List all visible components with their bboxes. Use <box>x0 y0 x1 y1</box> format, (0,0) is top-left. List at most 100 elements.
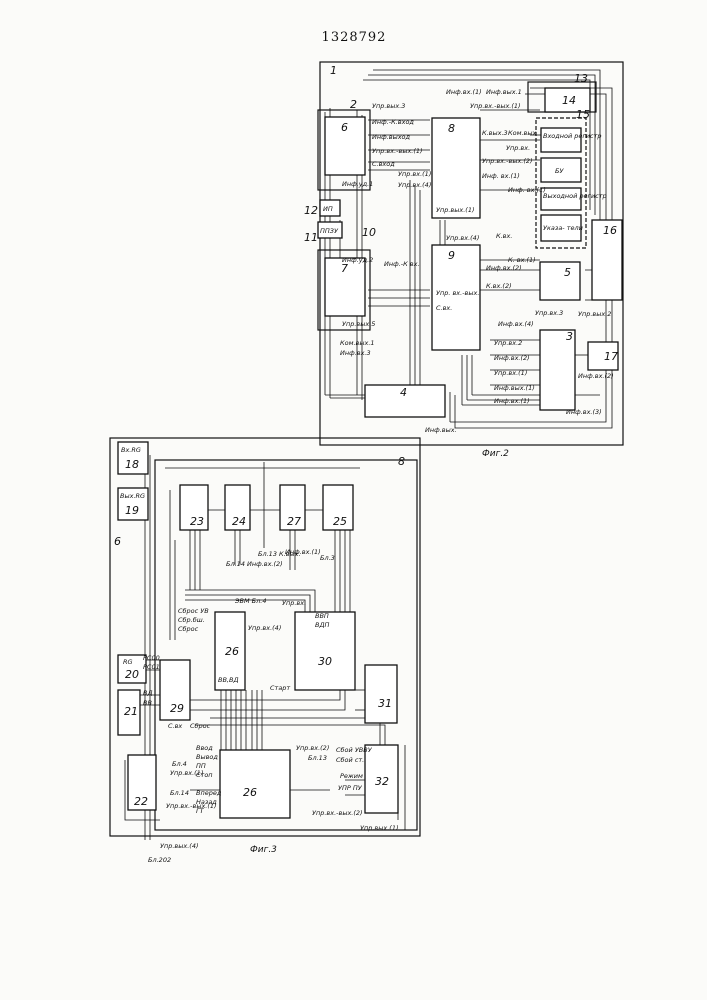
fig3-sig-vd: ВД <box>143 689 153 697</box>
fig3-sig-upr-vh-2: Упр.вх.(2) <box>296 744 329 752</box>
fig3-sig-vv-vd: ВВ,ВД <box>218 676 239 684</box>
fig3-label-22: 22 <box>134 795 148 808</box>
fig3-sig-bl14-infvh2: Бл.14 Инф.вх.(2) <box>226 560 283 568</box>
fig2-sig-inf-k-vhod: Инф.-К.вход <box>372 118 414 126</box>
fig3-sig-vvod: Ввод <box>196 744 213 752</box>
fig3-frame-label: 8 <box>398 455 405 468</box>
fig3-sig-upr-vh-1: Упр.вх.(1) <box>170 769 203 777</box>
fig3-label-29: 29 <box>170 702 184 715</box>
fig3-sig-rs01: РС01 <box>143 663 160 671</box>
fig3-sig-bl4: Бл.4 <box>172 760 187 768</box>
fig3-sig-upr-vh-4: Упр.вх.(4) <box>248 624 281 632</box>
fig3-sig-bl202: Бл.202 <box>148 856 171 864</box>
fig2-label-3: 3 <box>566 330 573 343</box>
fig2-sig-s-vh: С.вх. <box>436 304 452 312</box>
fig2-block-5 <box>540 262 580 300</box>
fig2-frame-label: 1 <box>330 64 337 77</box>
fig2-sig-kom-vyh: Ком.вых <box>508 129 537 137</box>
fig2-label-8: 8 <box>448 122 455 135</box>
fig2-label-12: 12 <box>304 204 318 217</box>
fig3-sig-sboy-ubbu: Сбой УВВУ <box>336 746 373 754</box>
fig3-sig-upr-vyh-1: Упр.вых.(1) <box>360 824 399 832</box>
fig3-sig-vv: ВВ <box>143 699 152 707</box>
fig2-block-9 <box>432 245 480 350</box>
fig2-sig-upr-vyh-1: Упр.вых.(1) <box>436 206 475 214</box>
fig2-label-bu: БУ <box>555 167 564 175</box>
fig3-label-26-top: 26 <box>225 645 239 658</box>
fig2-sig-inf-vh-3b: Инф.вх.(3) <box>566 408 602 416</box>
fig2-sig-inf-vh-1: Инф.вх.(1) <box>446 88 482 96</box>
fig2-label-4: 4 <box>400 386 407 399</box>
fig3-label-25: 25 <box>333 515 347 528</box>
fig3-sig-s-vh: С.вх <box>168 722 182 730</box>
fig3-sig-bl13: Бл.13 <box>308 754 327 762</box>
fig2-label-15: 15 <box>576 108 590 121</box>
fig3-sig-sbros-ub: Сброс УВ <box>178 607 209 615</box>
fig3-label-21: 21 <box>124 705 138 718</box>
fig3-label-27: 27 <box>287 515 301 528</box>
fig3-sig-upr-vyh-4: Упр.вых.(4) <box>160 842 199 850</box>
fig2-sig-inf-vh-2c: Инф.вх.(2) <box>578 372 614 380</box>
fig3-label-31: 31 <box>378 697 392 710</box>
fig3-sig-upr-pu: УПР ПУ <box>338 784 363 792</box>
fig2-label-11: 11 <box>304 231 318 244</box>
fig2-label-14: 14 <box>562 94 576 107</box>
fig2-sig-k-vh-2: К.вх.(2) <box>486 282 512 290</box>
fig2-sig-inf-vyhod: Инф.выход <box>372 133 411 141</box>
fig2-sig-inf-ud-1: Инф.уд.1 <box>342 180 373 188</box>
fig3-label-20: 20 <box>125 668 139 681</box>
fig3-label-19-text: Вых.RG <box>120 492 145 500</box>
fig2-sig-upr-vh-2: Упр.вх.2 <box>494 339 522 347</box>
fig2-sig-inf-vh-2: Инф.вх.(2) <box>486 264 522 272</box>
figure-3: 8 6 <box>110 438 420 864</box>
fig3-sig-bl3: Бл.3 <box>320 554 335 562</box>
fig2-sig-upr-vyh-5: Упр.вых.5 <box>342 320 375 328</box>
fig3-caption: Фиг.3 <box>250 845 277 855</box>
fig3-label-23: 23 <box>190 515 204 528</box>
fig3-label-20-text: RG <box>123 658 133 666</box>
fig2-block-8 <box>432 118 480 218</box>
fig2-sig-inf-vh-4: Инф.вх.(4) <box>498 320 534 328</box>
fig2-label-input-register: Входной регистр <box>543 132 602 140</box>
fig2-label-17: 17 <box>604 350 618 363</box>
fig2-sig-upr-vh-vyh: Упр. вх.-вых. <box>436 289 479 297</box>
fig3-sig-rs00: РС00 <box>143 654 160 662</box>
fig2-label-2: 2 <box>350 98 357 111</box>
fig3-label-32: 32 <box>375 775 389 788</box>
fig2-sig-upr-vh-3: Упр.вх.3 <box>535 309 563 317</box>
fig2-sig-inf-vyh-1: Инф.вых.1 <box>486 88 522 96</box>
fig2-sig-upr-vyh-3: Упр.вых.3 <box>372 102 405 110</box>
fig2-sig-s-vhod: С.вход <box>372 160 395 168</box>
fig2-sig-inf-vh-2b: Инф.вх.(2) <box>494 354 530 362</box>
fig2-label-output-register: Выходной регистр <box>543 192 607 200</box>
fig2-label-ppzu: ППЗУ <box>320 227 339 235</box>
fig3-block-26-bottom <box>220 750 290 818</box>
fig3-sig-sbros-b: Сброс <box>190 722 211 730</box>
fig2-label-13: 13 <box>574 72 588 85</box>
fig2-label-10: 10 <box>362 226 376 239</box>
fig3-label-19: 19 <box>125 504 139 517</box>
fig3-sig-upr-vh-vyh-1: Упр.вх.-вых.(1) <box>166 802 217 810</box>
fig2-sig-inf-vh-3: Инф.вх.3 <box>340 349 371 357</box>
fig2-label-5: 5 <box>564 266 571 279</box>
fig2-caption: Фиг.2 <box>482 449 509 459</box>
fig3-sig-bl14: Бл.14 <box>170 789 189 797</box>
fig3-sig-sbros: Сброс <box>178 625 199 633</box>
fig3-label-30: 30 <box>318 655 332 668</box>
fig3-block-31 <box>365 665 397 723</box>
fig2-sig-upr-vh-4: Упр.вх.(4) <box>398 181 431 189</box>
fig2-label-6: 6 <box>341 121 348 134</box>
fig3-sig-vyvod: Вывод <box>196 753 218 761</box>
fig2-sig-inf-vyh-1b: Инф.вых.(1) <box>494 384 535 392</box>
fig2-sig-inf-ud-2: Инф.уд.2 <box>342 256 373 264</box>
fig2-sig-upr-vh-1b: Упр.вх.(1) <box>494 369 527 377</box>
fig2-sig-inf-vh-1d: Инф.вх.(1) <box>494 397 530 405</box>
fig3-label-18-text: Вх.RG <box>121 446 141 454</box>
fig2-sig-upr-vh-vyh-1: Упр.вх.-вых.(1) <box>372 147 423 155</box>
fig2-sig-upr-vh-1: Упр.вх.(1) <box>398 170 431 178</box>
fig2-sig-inf-k-vh: Инф.-К вх. <box>384 260 420 268</box>
fig3-label-18: 18 <box>125 458 139 471</box>
fig2-sig-inf-vyh: Инф.вых. <box>425 426 457 434</box>
